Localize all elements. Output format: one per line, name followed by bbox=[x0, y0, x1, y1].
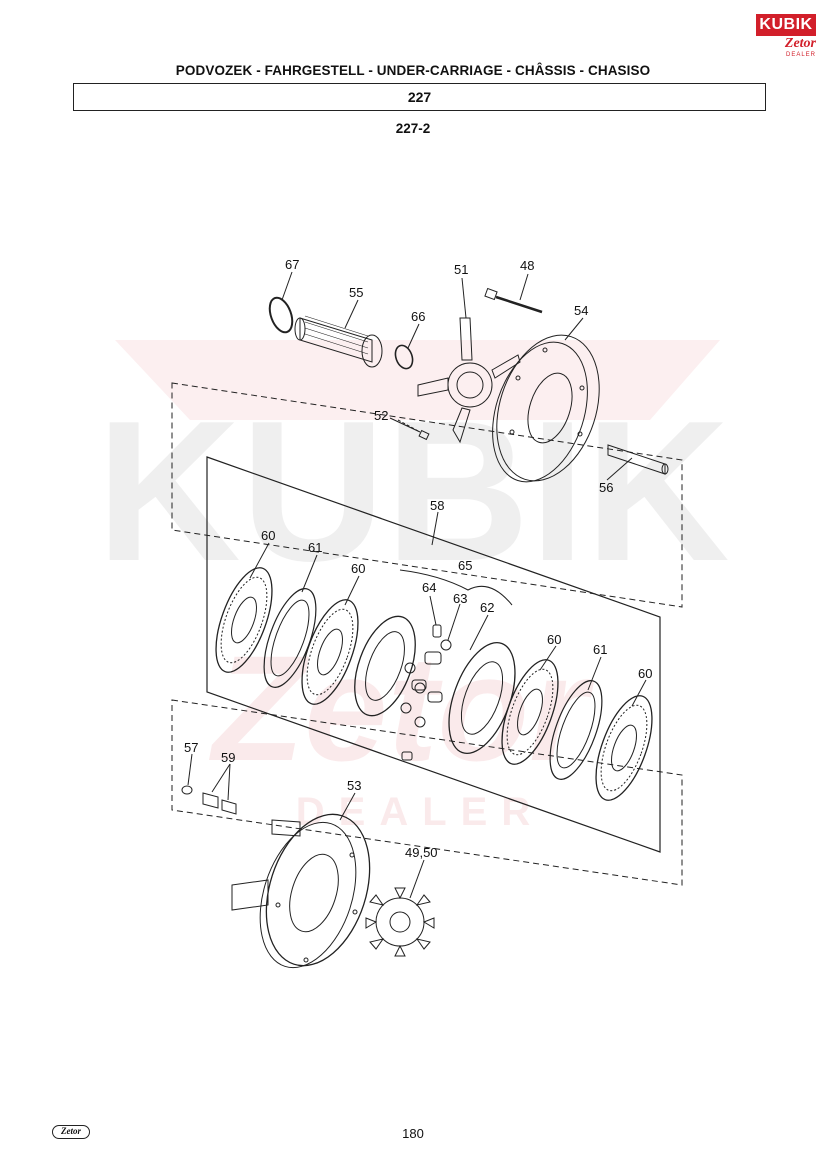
callout-60-b: 60 bbox=[351, 561, 365, 576]
callout-67: 67 bbox=[285, 257, 299, 272]
o-ring-66 bbox=[394, 344, 414, 370]
section-number: 227 bbox=[407, 89, 432, 105]
logo-tag: DEALER bbox=[785, 52, 816, 58]
plug-57 bbox=[181, 785, 193, 795]
callout-54: 54 bbox=[574, 303, 588, 318]
callout-66: 66 bbox=[411, 309, 425, 324]
snap-ring-67 bbox=[268, 296, 294, 334]
friction-disc-60a bbox=[215, 567, 273, 673]
callout-64: 64 bbox=[422, 580, 436, 595]
callout-56: 56 bbox=[599, 480, 613, 495]
subsection-number: 227-2 bbox=[395, 121, 431, 136]
pin-56 bbox=[607, 444, 669, 475]
friction-disc-60b bbox=[301, 599, 359, 705]
friction-disc-60c bbox=[501, 659, 559, 765]
watermark-shape bbox=[115, 340, 720, 420]
callout-60-a: 60 bbox=[261, 528, 275, 543]
callout-62: 62 bbox=[480, 600, 494, 615]
bracket-65 bbox=[399, 569, 513, 606]
pressure-plate-left bbox=[354, 615, 416, 717]
callout-49-50: 49,50 bbox=[405, 845, 438, 860]
callout-60-c: 60 bbox=[547, 632, 561, 647]
callout-53: 53 bbox=[347, 778, 361, 793]
center-box-58 bbox=[206, 456, 661, 853]
sleeves-59 bbox=[202, 792, 237, 815]
callout-59: 59 bbox=[221, 750, 235, 765]
page-number: 180 bbox=[402, 1126, 424, 1141]
watermark: KUBIK Zetor DEALER bbox=[96, 380, 729, 834]
callout-48: 48 bbox=[520, 258, 534, 273]
footer-zetor-logo: Zetor bbox=[52, 1125, 90, 1139]
callout-63: 63 bbox=[453, 591, 467, 606]
callout-51: 51 bbox=[454, 262, 468, 277]
spider-51 bbox=[417, 317, 521, 444]
balls-springs-63-64 bbox=[400, 624, 452, 761]
watermark-sub: Zetor bbox=[209, 624, 596, 792]
callout-60-d: 60 bbox=[638, 666, 652, 681]
splined-shaft-55 bbox=[294, 315, 383, 368]
logo-brand: KUBIK bbox=[756, 14, 816, 36]
watermark-tag: DEALER bbox=[296, 790, 544, 834]
callout-58: 58 bbox=[430, 498, 444, 513]
callout-61-b: 61 bbox=[593, 642, 607, 657]
section-number-box: 227 bbox=[73, 83, 766, 111]
friction-disc-60d bbox=[595, 695, 653, 801]
steel-disc-61b bbox=[549, 680, 603, 780]
page-title: PODVOZEK - FAHRGESTELL - UNDER-CARRIAGE … bbox=[175, 63, 651, 78]
lower-frame bbox=[171, 699, 683, 886]
callout-61-a: 61 bbox=[308, 540, 322, 555]
callout-52: 52 bbox=[374, 408, 388, 423]
callout-labels: 67 55 51 48 66 54 52 56 58 60 61 60 65 6… bbox=[184, 257, 652, 860]
logo-sub: Zetor bbox=[784, 36, 816, 51]
callout-55: 55 bbox=[349, 285, 363, 300]
callout-65: 65 bbox=[458, 558, 472, 573]
dealer-logo: KUBIK Zetor DEALER bbox=[756, 14, 816, 58]
cover-plate-54 bbox=[492, 334, 600, 483]
spider-gear-49-50 bbox=[365, 887, 435, 957]
watermark-brand: KUBIK bbox=[96, 380, 729, 603]
callout-57: 57 bbox=[184, 740, 198, 755]
bolt-48 bbox=[484, 287, 543, 314]
